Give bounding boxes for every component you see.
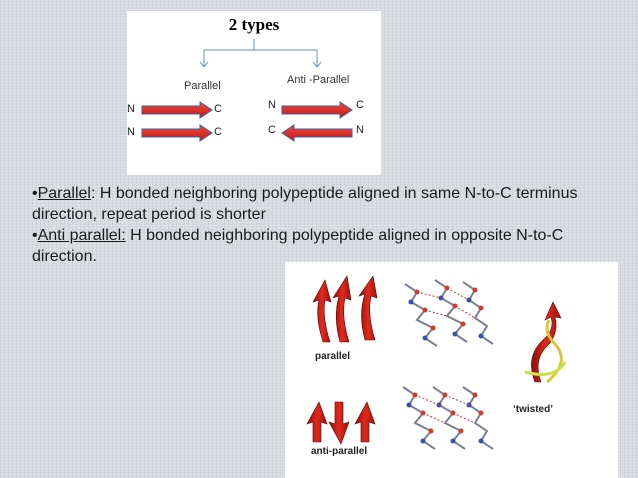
antiparallel-row2-start: C (268, 124, 276, 136)
antiparallel-row2-end: N (356, 124, 364, 136)
antiparallel-caption: anti-parallel (311, 446, 368, 457)
parallel-row2-start: N (127, 126, 135, 138)
branch-arrowheads (199, 61, 322, 68)
parallel-label: Parallel (184, 80, 221, 92)
beta-sheet-structure-image: parallel anti-parallel ‘twisted’ (285, 262, 618, 478)
branch-connector (203, 39, 318, 66)
antiparallel-arrow-2 (281, 124, 353, 142)
parallel-arrow-1 (141, 101, 213, 119)
parallel-description: : H bonded neighboring polypeptide align… (32, 185, 578, 223)
antiparallel-label: Anti -Parallel (287, 74, 350, 86)
antiparallel-ribbons (306, 401, 376, 445)
description-text: •Parallel: H bonded neighboring polypept… (32, 183, 617, 267)
parallel-caption: parallel (315, 351, 351, 362)
antiparallel-bullet: •Anti parallel: H bonded neighboring pol… (32, 225, 617, 267)
structure-graphics (306, 275, 567, 450)
antiparallel-stick-model (402, 386, 494, 450)
bullet-mark: • (32, 185, 38, 202)
parallel-ribbons (312, 275, 378, 343)
parallel-stick-model (404, 279, 494, 347)
parallel-term: Parallel (37, 185, 91, 202)
parallel-bullet: •Parallel: H bonded neighboring polypept… (32, 183, 617, 225)
antiparallel-term: Anti parallel: (37, 227, 126, 244)
bullet-mark: • (32, 227, 38, 244)
antiparallel-description: H bonded neighboring polypeptide aligned… (32, 227, 564, 265)
parallel-arrow-2 (141, 124, 213, 142)
beta-sheet-types-diagram: 2 types Parallel Anti -Parallel N C N C … (127, 11, 381, 175)
antiparallel-row1-start: N (268, 99, 276, 111)
diagram-graphics (141, 39, 353, 142)
parallel-row2-end: C (214, 126, 222, 138)
parallel-row1-start: N (127, 103, 135, 115)
antiparallel-row1-end: C (356, 99, 364, 111)
antiparallel-arrow-1 (281, 101, 353, 119)
twisted-caption: ‘twisted’ (513, 404, 554, 415)
diagram-title: 2 types (228, 15, 280, 34)
parallel-row1-end: C (214, 103, 222, 115)
twisted-ribbon (524, 301, 567, 384)
